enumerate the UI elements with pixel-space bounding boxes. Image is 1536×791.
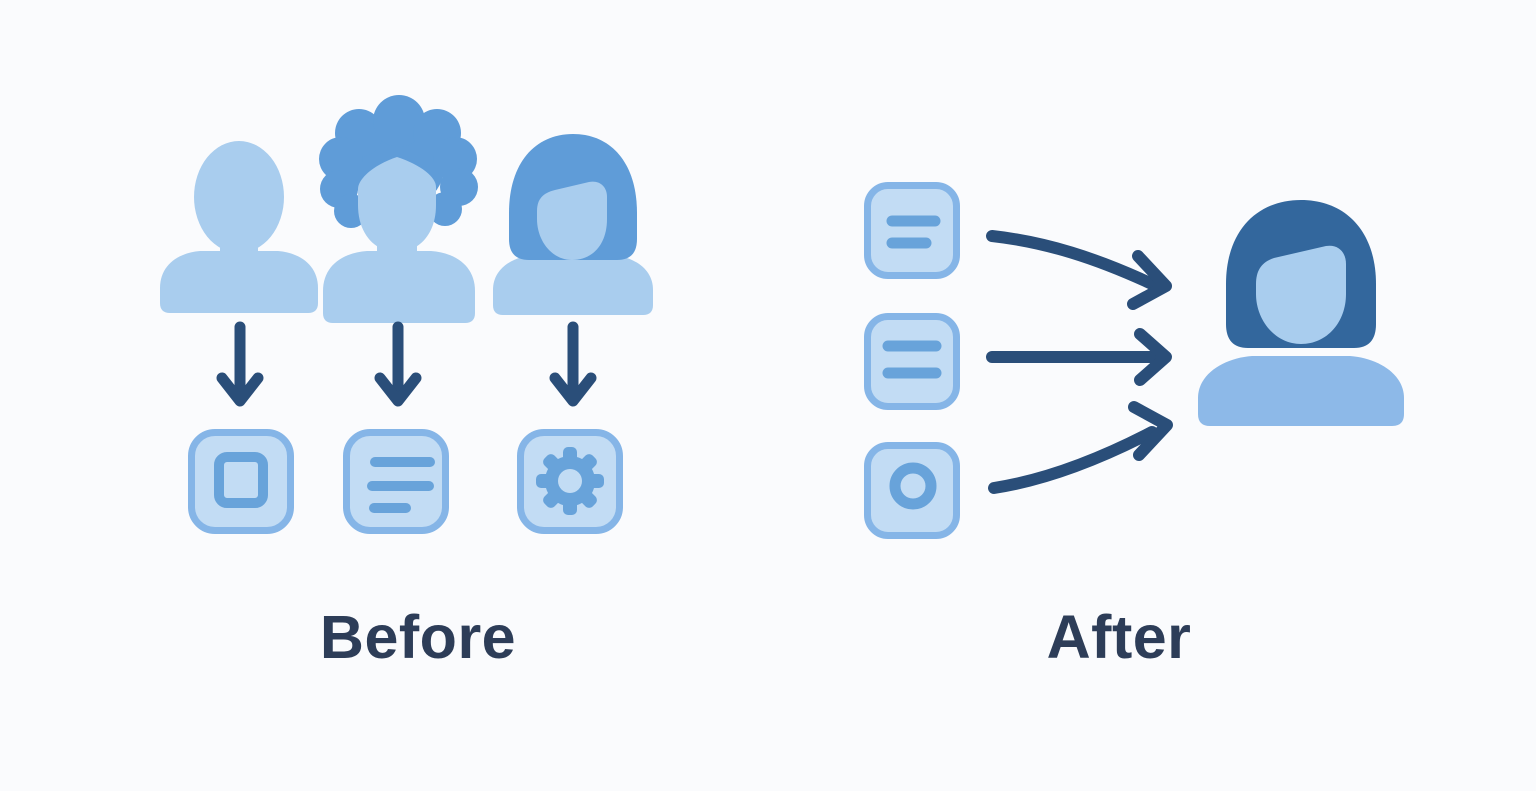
square-icon bbox=[214, 452, 268, 508]
curved-arrow-down-icon bbox=[986, 230, 1172, 310]
item-box bbox=[864, 182, 960, 279]
circle-icon bbox=[889, 462, 937, 510]
item-box bbox=[864, 442, 960, 539]
item-box bbox=[343, 429, 449, 534]
person-icon bbox=[160, 141, 318, 313]
converging-arrows bbox=[986, 230, 1173, 494]
down-arrow-icon bbox=[374, 321, 422, 407]
curved-arrow-up-icon bbox=[988, 401, 1173, 494]
text-lines-icon bbox=[367, 457, 435, 513]
item-box bbox=[864, 313, 960, 410]
straight-arrow-icon bbox=[986, 328, 1172, 386]
person-bob-hair-icon bbox=[1198, 200, 1404, 426]
down-arrow-icon bbox=[216, 321, 264, 407]
gear-icon bbox=[536, 447, 604, 515]
down-arrow-icon bbox=[549, 321, 597, 407]
two-lines-icon bbox=[882, 340, 942, 379]
item-box bbox=[188, 429, 294, 534]
after-label: After bbox=[1046, 603, 1192, 671]
two-lines-icon bbox=[886, 215, 941, 249]
item-box bbox=[517, 429, 623, 534]
person-bob-hair-icon bbox=[493, 134, 653, 315]
before-label: Before bbox=[319, 603, 517, 671]
person-curly-hair-icon bbox=[319, 95, 478, 323]
